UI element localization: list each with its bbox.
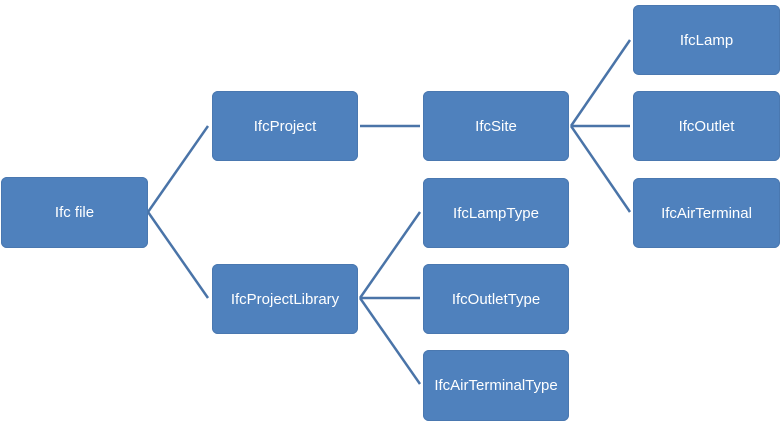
node-label: Ifc file [54, 204, 95, 221]
node-ifc-lamp-type: IfcLampType [423, 178, 569, 248]
edge-site-air-terminal [569, 125, 632, 213]
edge-library-lamp-type [358, 211, 422, 299]
edge-file-project [146, 125, 210, 213]
node-label: IfcProjectLibrary [230, 290, 340, 308]
node-ifc-file: Ifc file [1, 177, 148, 248]
node-label: IfcSite [475, 117, 517, 135]
node-label: IfcOutletType [451, 290, 541, 308]
node-ifc-air-terminal: IfcAirTerminal [633, 178, 780, 248]
node-ifc-site: IfcSite [423, 91, 569, 161]
node-label: IfcAirTerminalType [434, 377, 558, 394]
node-ifc-project: IfcProject [212, 91, 358, 161]
node-ifc-outlet: IfcOutlet [633, 91, 780, 161]
node-label: IfcAirTerminal [661, 204, 752, 222]
node-label: IfcOutlet [678, 117, 735, 135]
node-label: IfcLampType [453, 204, 539, 222]
edge-library-air-terminal-type [358, 297, 422, 385]
node-label: IfcLamp [679, 31, 734, 49]
node-ifc-air-terminal-type: IfcAirTerminalType [423, 350, 569, 421]
edge-site-lamp [569, 39, 632, 127]
node-label: IfcProject [253, 117, 317, 135]
node-ifc-project-library: IfcProjectLibrary [212, 264, 358, 334]
edge-file-project-library [146, 211, 210, 299]
node-ifc-lamp: IfcLamp [633, 5, 780, 75]
node-ifc-outlet-type: IfcOutletType [423, 264, 569, 334]
